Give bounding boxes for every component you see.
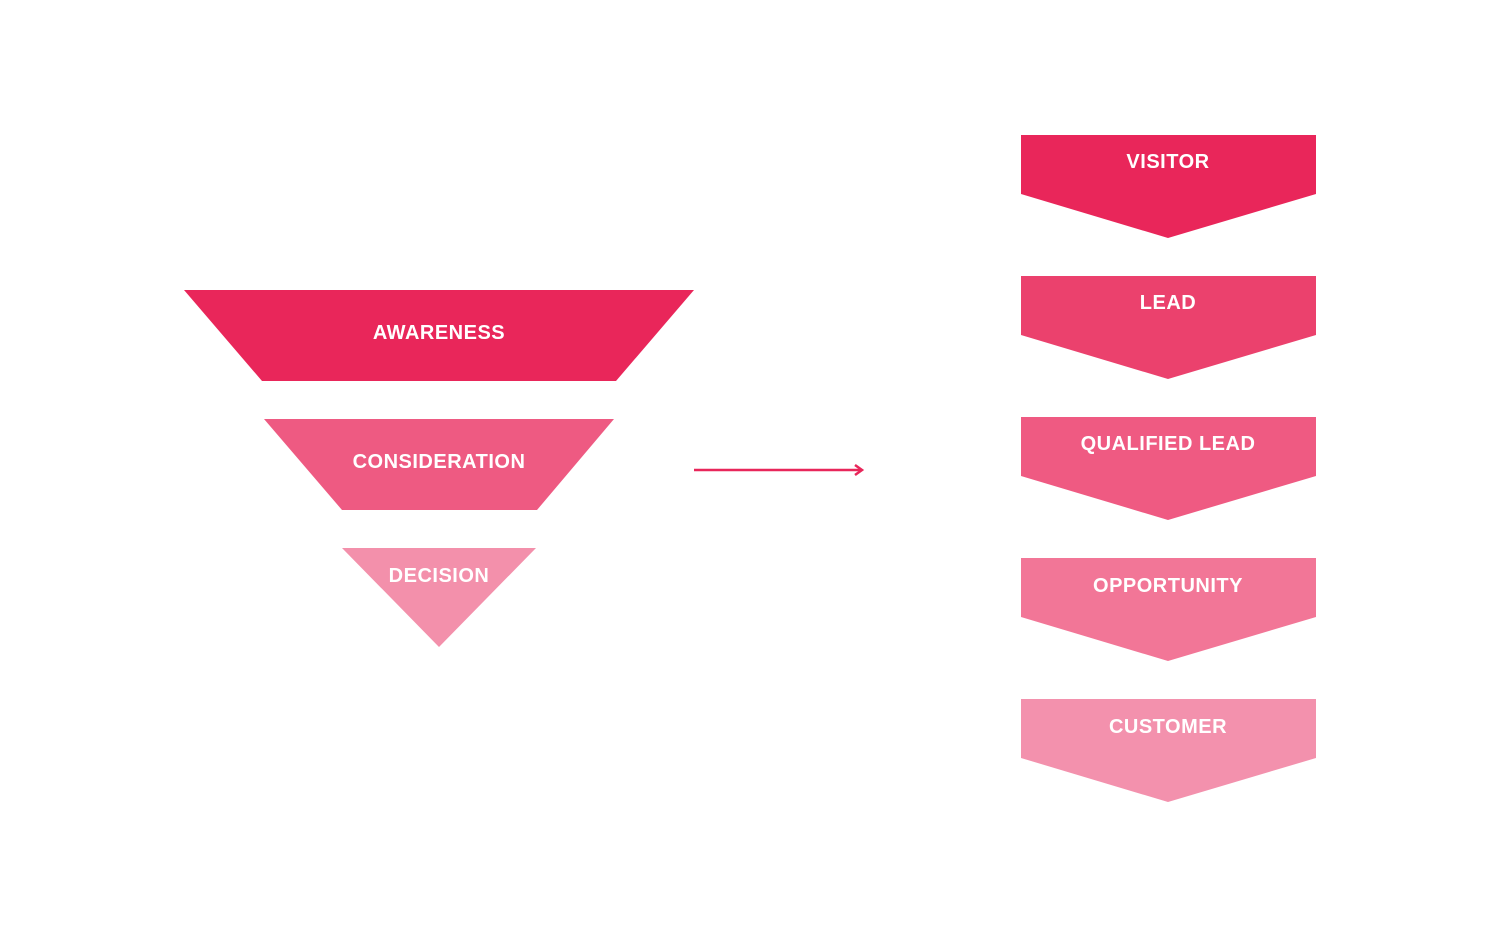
pipeline-label-visitor: VISITOR [1126,151,1209,173]
pipeline: VISITOR LEAD QUALIFIED LEAD OPPORTUNITY … [1021,135,1316,802]
chevron-shape-opportunity [1021,558,1316,661]
funnel-shape-awareness [184,290,694,381]
pipeline-label-opportunity: OPPORTUNITY [1093,575,1243,597]
funnel-stage-consideration: CONSIDERATION [264,419,614,510]
funnel: AWARENESS CONSIDERATION DECISION [184,290,694,647]
chevron-shape-customer [1021,699,1316,802]
pipeline-stage-customer: CUSTOMER [1021,699,1316,802]
connector-arrow [694,463,865,477]
funnel-shape-consideration [264,419,614,510]
chevron-shape-lead [1021,276,1316,379]
arrow-head-icon [854,463,865,477]
funnel-stage-decision: DECISION [342,548,536,647]
funnel-shape-decision [342,548,536,647]
pipeline-label-qualified-lead: QUALIFIED LEAD [1081,433,1256,455]
funnel-label-consideration: CONSIDERATION [353,451,526,473]
pipeline-label-customer: CUSTOMER [1109,716,1227,738]
funnel-stage-awareness: AWARENESS [184,290,694,381]
pipeline-stage-opportunity: OPPORTUNITY [1021,558,1316,661]
chevron-shape-qualified-lead [1021,417,1316,520]
chevron-shape-visitor [1021,135,1316,238]
funnel-label-decision: DECISION [389,565,490,587]
pipeline-label-lead: LEAD [1140,292,1196,314]
funnel-label-awareness: AWARENESS [373,322,505,344]
pipeline-stage-lead: LEAD [1021,276,1316,379]
pipeline-stage-visitor: VISITOR [1021,135,1316,238]
pipeline-stage-qualified-lead: QUALIFIED LEAD [1021,417,1316,520]
